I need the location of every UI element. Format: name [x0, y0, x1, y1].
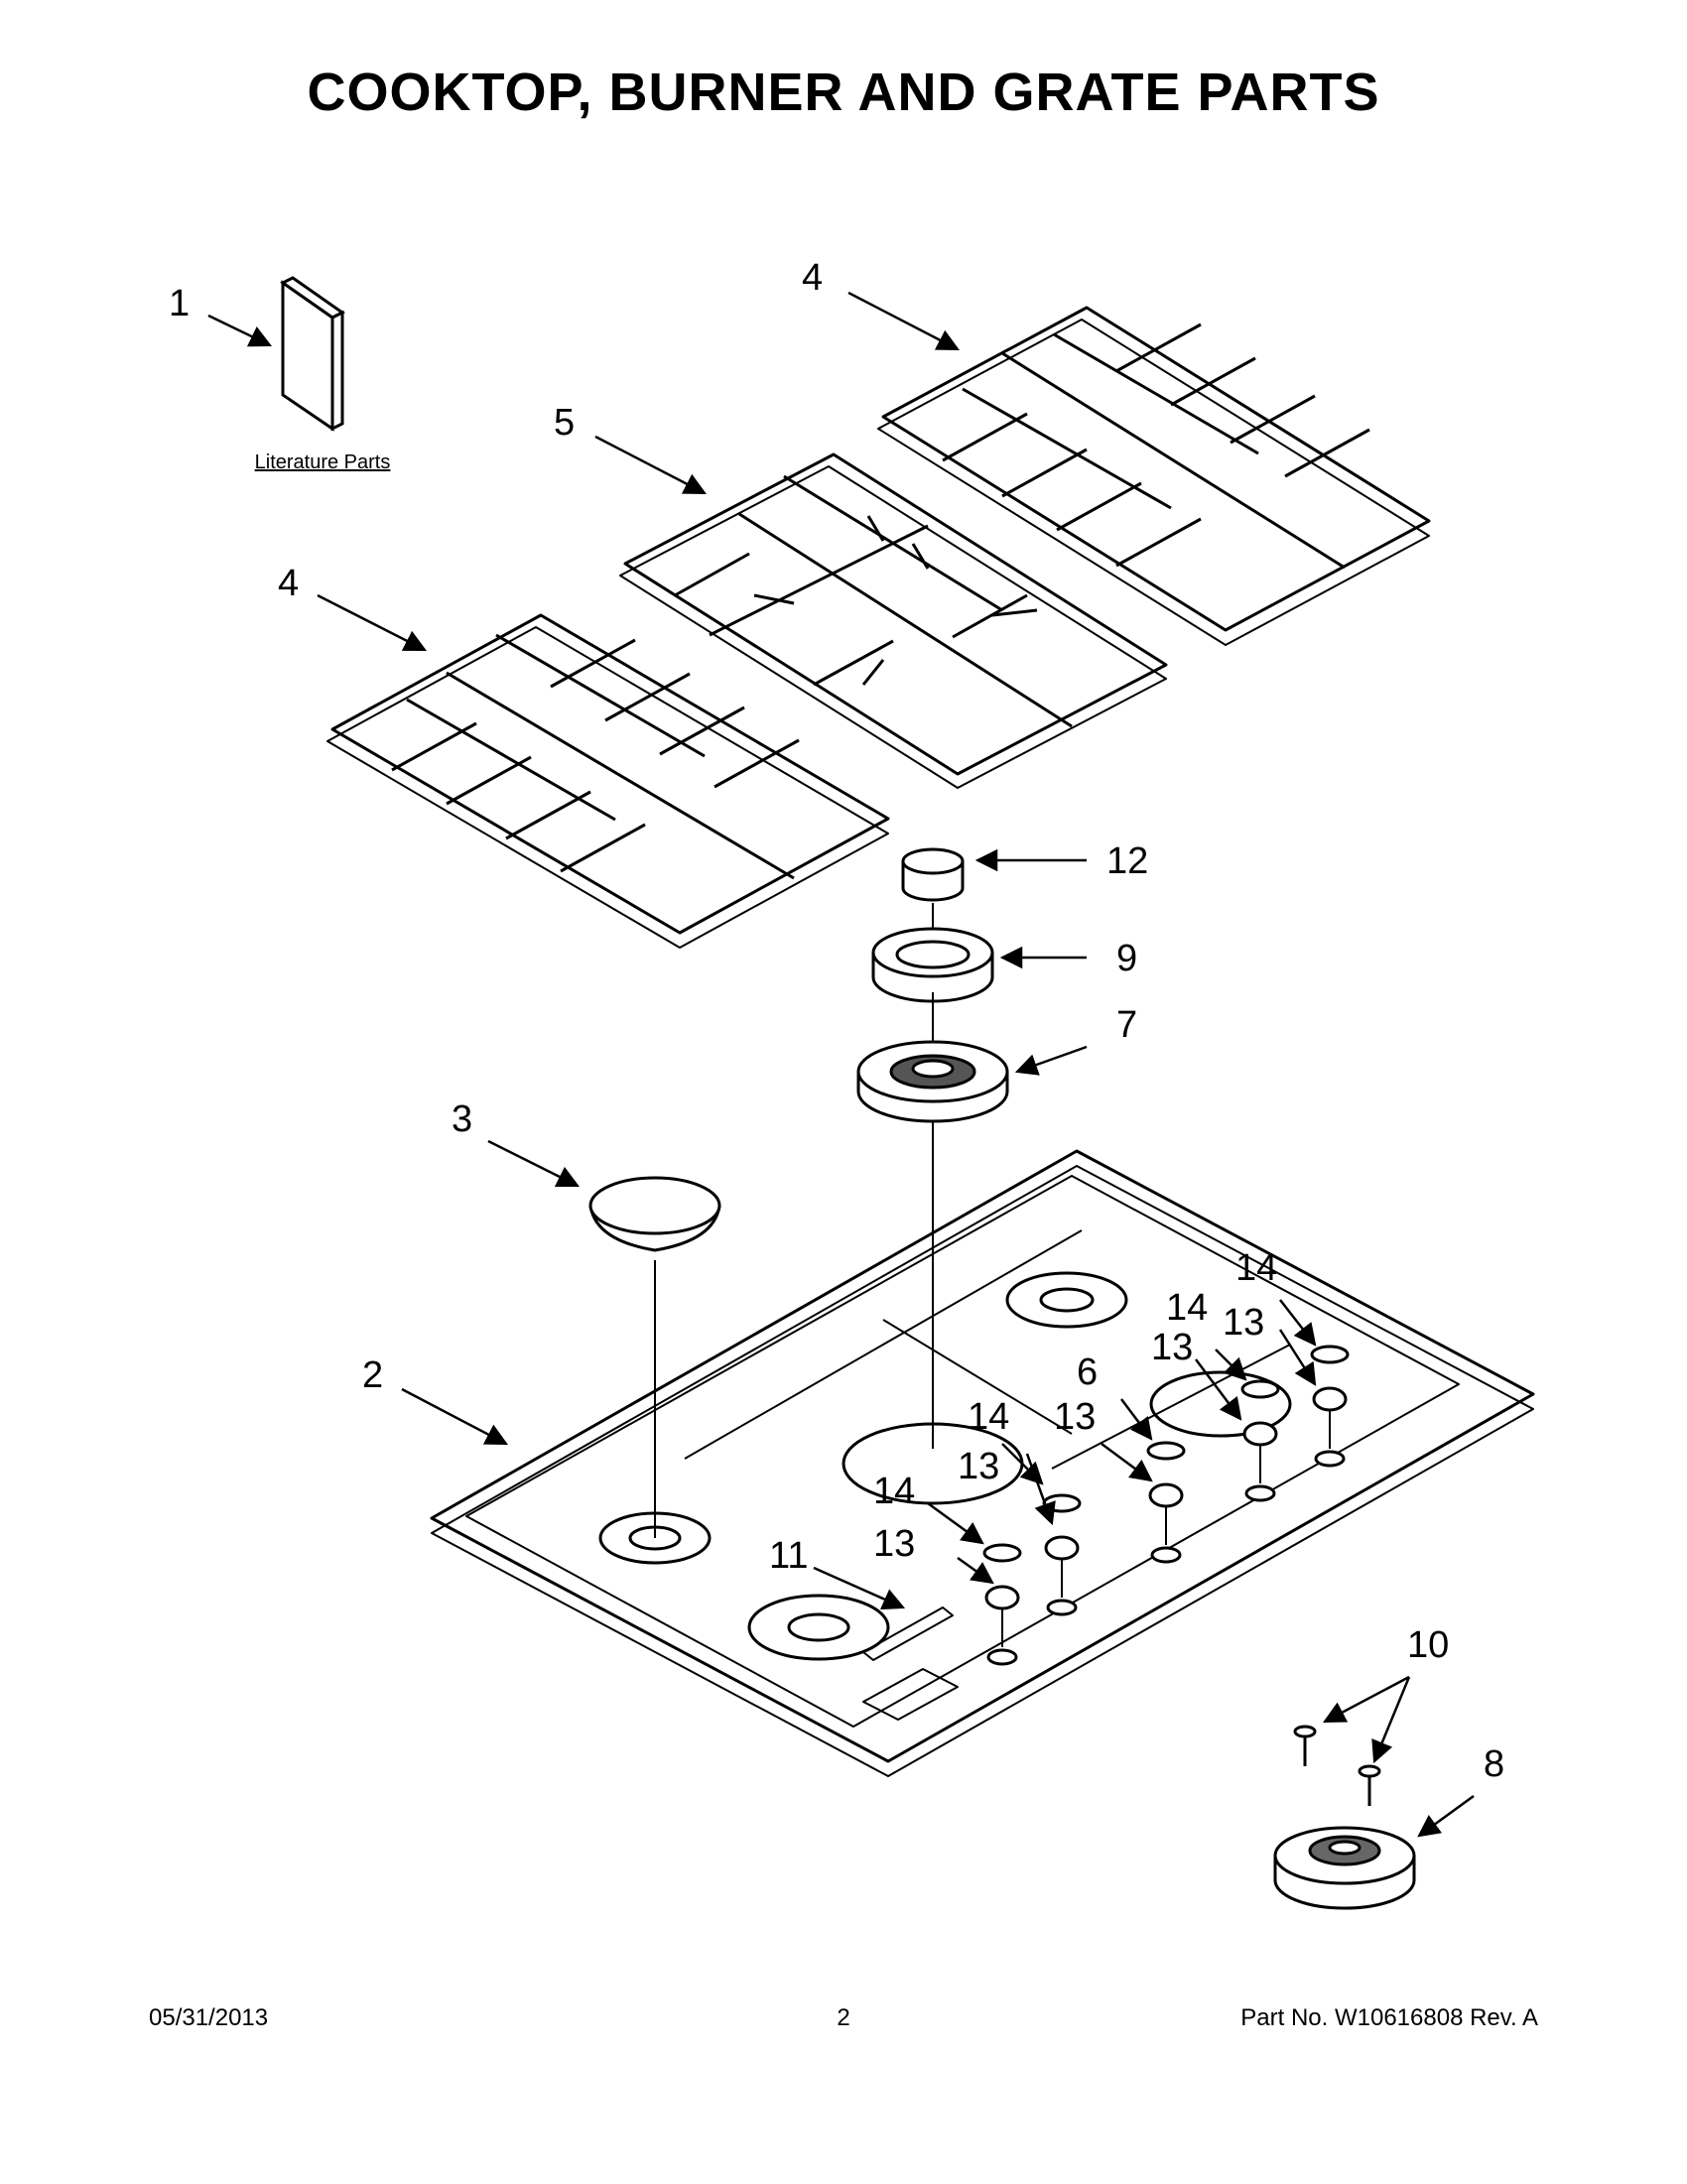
footer-part-number: Part No. W10616808 Rev. A — [1240, 2004, 1538, 2031]
callout-7: 7 — [1116, 1004, 1137, 1046]
callout-1: 1 — [169, 283, 190, 324]
footer-date: 05/31/2013 — [149, 2004, 269, 2031]
callout-13-c: 13 — [1054, 1396, 1096, 1438]
page-title: COOKTOP, BURNER AND GRATE PARTS — [307, 63, 1380, 122]
callout-4-right: 4 — [802, 257, 823, 299]
literature-parts-label: Literature Parts — [255, 451, 391, 473]
callout-12: 12 — [1106, 840, 1148, 882]
burner-cap-large-drawing — [588, 1176, 721, 1252]
screw-icon — [1358, 1764, 1381, 1806]
callout-13-e: 13 — [1223, 1302, 1264, 1344]
callout-8: 8 — [1484, 1743, 1504, 1785]
grate-right-drawing — [877, 306, 1431, 646]
knob-assemblies-drawing — [982, 1345, 1350, 1666]
grate-center-drawing — [619, 452, 1168, 789]
callout-4-left: 4 — [278, 563, 299, 604]
callout-labels: 1 4 5 4 12 9 7 3 2 11 13 14 13 14 6 13 1… — [169, 257, 1504, 1785]
burner-base-bottom-drawing — [1273, 1826, 1416, 1910]
callout-14-a: 14 — [873, 1471, 915, 1512]
callout-5: 5 — [554, 402, 575, 444]
screw-icon — [1293, 1725, 1317, 1766]
burner-ring-drawing — [871, 927, 994, 1003]
callout-10: 10 — [1407, 1624, 1449, 1666]
callout-arrows — [207, 291, 1475, 1838]
callout-3: 3 — [452, 1098, 472, 1140]
callout-13-b: 13 — [958, 1446, 999, 1487]
callout-14-b: 14 — [968, 1396, 1009, 1438]
callout-14-d: 14 — [1235, 1247, 1277, 1289]
literature-book-icon — [280, 276, 345, 432]
callout-14-c: 14 — [1166, 1287, 1208, 1329]
callout-13-a: 13 — [873, 1523, 915, 1565]
callout-2: 2 — [362, 1354, 383, 1396]
callout-6: 6 — [1077, 1351, 1098, 1393]
callout-13-d: 13 — [1151, 1327, 1193, 1368]
footer-page-number: 2 — [837, 2004, 850, 2031]
burner-cap-small-drawing — [901, 847, 965, 902]
callout-11: 11 — [769, 1535, 808, 1577]
grate-left-drawing — [326, 613, 890, 949]
cooktop-drawing — [430, 1149, 1535, 1777]
callout-9: 9 — [1116, 938, 1137, 979]
burner-base-drawing — [856, 1040, 1009, 1123]
